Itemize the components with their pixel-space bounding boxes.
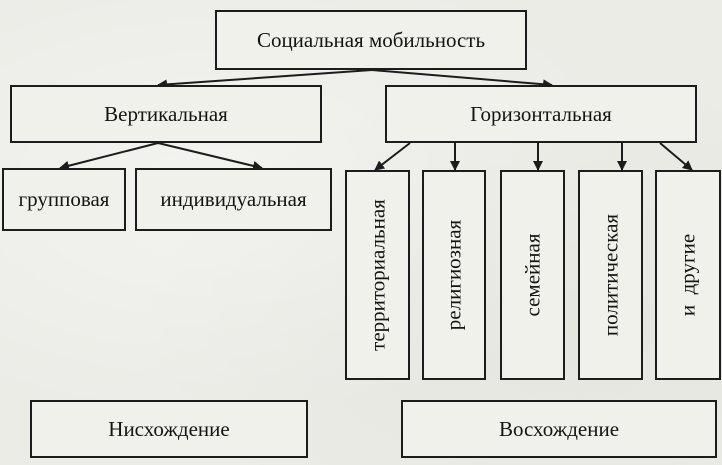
node-territorial-label: территориальная: [365, 199, 389, 351]
node-group-label: групповая: [18, 187, 110, 211]
arrow-vertical-to-group: [59, 142, 159, 171]
arrow-vertical-to-individual: [157, 142, 263, 171]
node-others: и другие: [655, 170, 721, 380]
node-group: групповая: [2, 168, 126, 231]
node-individual-label: индивидуальная: [160, 187, 307, 211]
node-individual: индивидуальная: [135, 168, 332, 231]
arrow-root-to-vertical: [157, 69, 373, 90]
node-social-mobility: Социальная мобильность: [215, 10, 527, 70]
node-ascending: Восхождение: [401, 400, 717, 458]
node-family: семейная: [500, 170, 565, 380]
node-religious-label: религиозная: [441, 219, 466, 331]
node-political: политическая: [578, 170, 643, 380]
node-descending: Нисхождение: [30, 400, 308, 458]
node-vertical: Вертикальная: [10, 85, 322, 143]
node-horizontal-label: Горизонтальная: [470, 101, 612, 126]
arrow-horizontal-to-territorial: [374, 142, 411, 171]
node-social-mobility-label: Социальная мобильность: [256, 27, 486, 52]
node-territorial: территориальная: [345, 170, 410, 380]
node-others-label: и другие: [675, 233, 700, 317]
node-political-label: политическая: [598, 213, 622, 337]
node-ascending-label: Восхождение: [498, 416, 620, 441]
node-descending-label: Нисхождение: [108, 416, 230, 441]
arrow-horizontal-to-others: [659, 142, 693, 171]
node-family-label: семейная: [520, 233, 544, 317]
node-vertical-label: Вертикальная: [104, 101, 228, 126]
arrow-root-to-horizontal: [371, 69, 553, 90]
node-religious: религиозная: [422, 170, 486, 380]
node-horizontal: Горизонтальная: [385, 85, 697, 143]
